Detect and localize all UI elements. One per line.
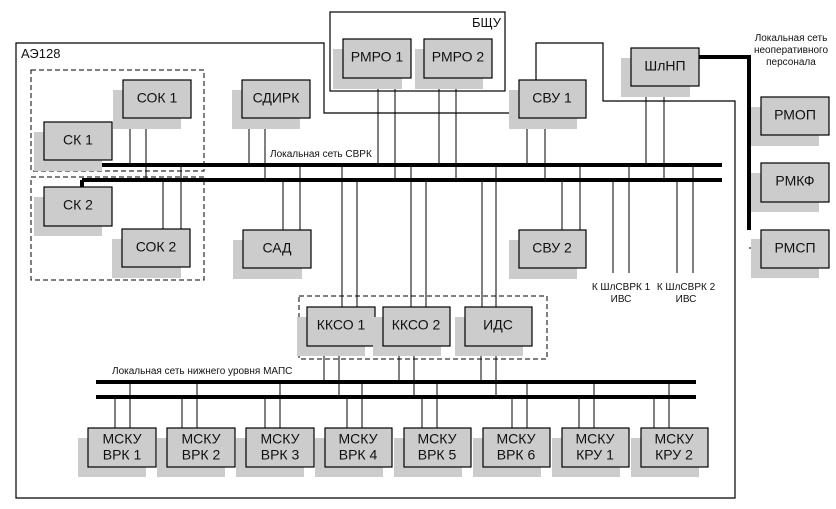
bshu-frame (329, 11, 506, 92)
nonoperative-label-1: Локальная сеть (755, 33, 828, 44)
node-msku-vrk3[interactable]: МСКУ ВРК 3 (236, 427, 315, 477)
svg-text:МСКУ: МСКУ (576, 431, 615, 447)
node-msku-vrk2[interactable]: МСКУ ВРК 2 (157, 427, 236, 477)
node-sok1[interactable]: СОК 1 (113, 79, 192, 129)
svg-text:СОК 2: СОК 2 (136, 239, 177, 255)
node-rmro2[interactable]: РМРО 2 (415, 38, 493, 89)
ae128-label: АЭ128 (21, 46, 60, 61)
node-sad[interactable]: САД (233, 229, 312, 279)
group-sk1-sok1 (30, 69, 205, 172)
svg-text:СОК 1: СОК 1 (137, 90, 178, 106)
svg-text:МСКУ: МСКУ (655, 431, 694, 447)
svg-text:МСКУ: МСКУ (103, 431, 142, 447)
node-sk2[interactable]: СК 2 (34, 186, 113, 236)
svg-text:САД: САД (262, 240, 292, 256)
svg-text:ВРК 3: ВРК 3 (261, 447, 300, 463)
svg-text:ВРК 6: ВРК 6 (497, 447, 536, 463)
node-kkso1[interactable]: ККСО 1 (297, 306, 376, 356)
nonoperative-label-2: неоперативного (754, 45, 829, 56)
svg-text:СК 1: СК 1 (63, 132, 93, 148)
svg-text:РМРО 2: РМРО 2 (432, 49, 485, 65)
svg-text:ВРК 2: ВРК 2 (182, 447, 221, 463)
node-msku-vrk6[interactable]: МСКУ ВРК 6 (473, 427, 551, 477)
node-msku-kru1[interactable]: МСКУ КРУ 1 (552, 427, 630, 477)
node-kkso2[interactable]: ККСО 2 (373, 306, 451, 356)
svg-text:ИДС: ИДС (483, 317, 513, 333)
svg-text:МСКУ: МСКУ (418, 431, 457, 447)
svg-text:ВРК 1: ВРК 1 (103, 447, 142, 463)
group-sk2-sok2 (30, 176, 205, 281)
nonoperative-label-3: персонала (766, 57, 816, 68)
svg-text:КРУ 2: КРУ 2 (655, 447, 693, 463)
nonoperative-bus (699, 55, 751, 230)
svg-text:СВУ 2: СВУ 2 (532, 240, 572, 256)
node-msku-vrk4[interactable]: МСКУ ВРК 4 (315, 427, 393, 477)
svg-text:МСКУ: МСКУ (497, 431, 536, 447)
node-msku-vrk5[interactable]: МСКУ ВРК 5 (394, 427, 472, 477)
svg-text:МСКУ: МСКУ (182, 431, 221, 447)
group-kkso-ids (298, 295, 548, 360)
svg-text:СВУ 1: СВУ 1 (532, 90, 572, 106)
ext-link-1-line2: ИВС (611, 294, 632, 305)
node-svu1[interactable]: СВУ 1 (509, 79, 587, 129)
node-svu2[interactable]: СВУ 2 (509, 229, 587, 279)
svg-text:ВРК 4: ВРК 4 (339, 447, 378, 463)
svg-text:ККСО 2: ККСО 2 (392, 317, 441, 333)
svg-text:РМРО 1: РМРО 1 (351, 49, 404, 65)
node-sdirk[interactable]: СДИРК (232, 79, 311, 129)
ae128-frame (15, 42, 736, 499)
node-msku-kru2[interactable]: МСКУ КРУ 2 (631, 427, 709, 477)
node-rmkf[interactable]: РМКФ (751, 162, 830, 212)
svg-text:ККСО 1: ККСО 1 (317, 317, 366, 333)
node-sk1[interactable]: СК 1 (34, 121, 113, 171)
svrk-network-label: Локальная сеть СВРК (270, 149, 372, 160)
maps-network-label: Локальная сеть нижнего уровня МАПС (112, 366, 292, 377)
node-msku-vrk1[interactable]: МСКУ ВРК 1 (78, 427, 157, 477)
node-ids[interactable]: ИДС (455, 306, 533, 356)
ext-link-2-line2: ИВС (676, 294, 697, 305)
svg-text:РМОП: РМОП (774, 107, 816, 123)
ext-link-2-line1: К ШлСВРК 2 (657, 282, 716, 293)
ext-link-1-line1: К ШлСВРК 1 (592, 282, 651, 293)
svg-text:СДИРК: СДИРК (253, 90, 301, 106)
svg-text:ШлНП: ШлНП (644, 58, 685, 74)
bshu-label: БЩУ (472, 15, 502, 30)
svg-text:КРУ 1: КРУ 1 (576, 447, 614, 463)
svg-text:РМКФ: РМКФ (775, 173, 814, 189)
svg-text:МСКУ: МСКУ (261, 431, 300, 447)
node-rmro1[interactable]: РМРО 1 (333, 38, 412, 89)
svg-text:МСКУ: МСКУ (339, 431, 378, 447)
node-sok2[interactable]: СОК 2 (112, 228, 191, 278)
node-shlnp[interactable]: ШлНП (621, 47, 700, 97)
node-rmop[interactable]: РМОП (751, 96, 830, 146)
svg-text:РМСП: РМСП (774, 240, 815, 256)
svg-text:СК 2: СК 2 (63, 197, 93, 213)
svg-text:ВРК 5: ВРК 5 (418, 447, 457, 463)
node-rmsp[interactable]: РМСП (751, 229, 830, 278)
